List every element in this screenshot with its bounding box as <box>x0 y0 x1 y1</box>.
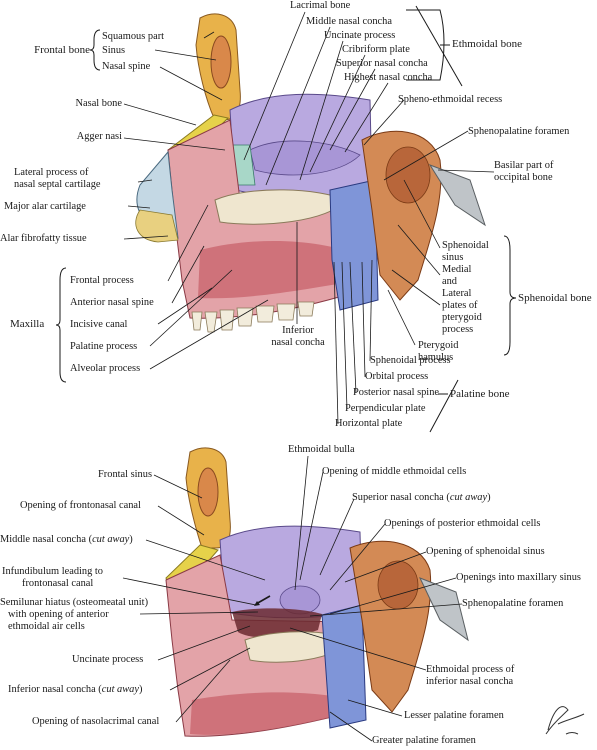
label-alveolar-process: Alveolar process <box>70 363 141 374</box>
label-plates-2: and <box>442 276 458 287</box>
label-opening-middle-ethmoidal-cells: Opening of middle ethmoidal cells <box>322 466 467 477</box>
label-perpendicular-plate: Perpendicular plate <box>345 403 426 414</box>
label-uncinate-process: Uncinate process <box>324 30 396 41</box>
label-middle-nasal-concha: Middle nasal concha <box>306 16 392 27</box>
label-basilar-2: occipital bone <box>494 172 553 183</box>
label-nasal-bone: Nasal bone <box>75 98 122 109</box>
label-sphenopalatine-foramen-bottom: Sphenopalatine foramen <box>462 598 564 609</box>
label-lateral-process-2: nasal septal cartilage <box>14 179 101 190</box>
top-illustration <box>135 13 486 333</box>
label-inferior-concha-cut-away: Inferior nasal concha (cut away) <box>8 684 143 695</box>
label-palatine-process: Palatine process <box>70 341 138 352</box>
label-horizontal-plate: Horizontal plate <box>335 418 403 429</box>
label-infundibulum-2: frontonasal canal <box>22 578 94 589</box>
label-spheno-ethmoidal-recess: Spheno-ethmoidal recess <box>398 94 503 105</box>
top-leader-lines <box>123 11 495 425</box>
label-basilar-1: Basilar part of <box>494 160 554 171</box>
label-infundibulum-1: Infundibulum leading to <box>2 566 104 577</box>
label-greater-palatine-foramen: Greater palatine foramen <box>372 735 476 746</box>
label-opening-sphenoidal-sinus: Opening of sphenoidal sinus <box>426 546 545 557</box>
label-sphenoidal-bone: Sphenoidal bone <box>518 292 592 304</box>
label-sinus: Sinus <box>102 45 126 56</box>
label-semilunar-1: Semilunar hiatus (osteomeatal unit) <box>0 597 149 608</box>
label-sphenopalatine-foramen: Sphenopalatine foramen <box>468 126 570 137</box>
label-ethmoidal-bulla: Ethmoidal bulla <box>288 444 355 455</box>
label-frontal-sinus: Frontal sinus <box>98 469 152 480</box>
label-cribriform-plate: Cribriform plate <box>342 44 410 55</box>
label-middle-concha-cut-away: Middle nasal concha (cut away) <box>0 534 133 545</box>
label-anterior-nasal-spine: Anterior nasal spine <box>70 297 154 308</box>
label-sphenoidal-sinus-1: Sphenoidal <box>442 240 489 251</box>
label-uncinate-process-bottom: Uncinate process <box>72 654 144 665</box>
label-opening-nasolacrimal-canal: Opening of nasolacrimal canal <box>32 716 160 727</box>
label-superior-concha-cut-away: Superior nasal concha (cut away) <box>352 492 491 503</box>
label-palatine-bone: Palatine bone <box>450 388 510 400</box>
label-hamulus-1: Pterygoid <box>418 340 459 351</box>
bottom-illustration <box>165 447 469 737</box>
bottom-leader-lines <box>122 455 463 742</box>
label-major-alar-cartilage: Major alar cartilage <box>4 201 86 212</box>
label-lacrimal-bone: Lacrimal bone <box>290 0 351 11</box>
label-squamous-part: Squamous part <box>102 31 165 42</box>
label-inferior-concha-2: nasal concha <box>271 337 325 348</box>
label-opening-frontonasal-canal: Opening of frontonasal canal <box>20 500 141 511</box>
label-plates-1: Medial <box>442 264 472 275</box>
label-plates-3: Lateral <box>442 288 472 299</box>
artist-signature <box>545 706 585 735</box>
label-plates-6: process <box>442 324 474 335</box>
label-semilunar-2: with opening of anterior <box>8 609 109 620</box>
label-orbital-process: Orbital process <box>365 371 429 382</box>
label-frontal-process: Frontal process <box>70 275 134 286</box>
label-superior-nasal-concha: Superior nasal concha <box>336 58 428 69</box>
label-frontal-bone: Frontal bone <box>34 44 90 56</box>
label-openings-maxillary-sinus: Openings into maxillary sinus <box>456 572 581 583</box>
label-posterior-nasal-spine: Posterior nasal spine <box>353 387 439 398</box>
label-lesser-palatine-foramen: Lesser palatine foramen <box>404 710 504 721</box>
label-maxilla: Maxilla <box>10 318 45 330</box>
label-plates-5: pterygoid <box>442 312 482 323</box>
top-braces <box>55 5 517 433</box>
label-alar-fibrofatty-tissue: Alar fibrofatty tissue <box>0 233 87 244</box>
label-semilunar-3: ethmoidal air cells <box>8 621 85 632</box>
label-ethmoidal-bone: Ethmoidal bone <box>452 38 522 50</box>
label-sphenoidal-sinus-2: sinus <box>442 252 464 263</box>
label-nasal-spine: Nasal spine <box>102 61 151 72</box>
label-ethmoidal-process-1: Ethmoidal process of <box>426 664 515 675</box>
label-ethmoidal-process-2: inferior nasal concha <box>426 676 514 687</box>
label-lateral-process-1: Lateral process of <box>14 167 89 178</box>
label-openings-posterior-ethmoidal-cells: Openings of posterior ethmoidal cells <box>384 518 541 529</box>
label-highest-nasal-concha: Highest nasal concha <box>344 72 433 83</box>
label-plates-4: plates of <box>442 300 478 311</box>
label-agger-nasi: Agger nasi <box>76 131 122 142</box>
label-inferior-concha-1: Inferior <box>282 325 314 336</box>
label-hamulus-2: hamulus <box>418 352 454 363</box>
label-sphenoidal-process: Sphenoidal process <box>370 355 451 366</box>
label-incisive-canal: Incisive canal <box>70 319 128 330</box>
